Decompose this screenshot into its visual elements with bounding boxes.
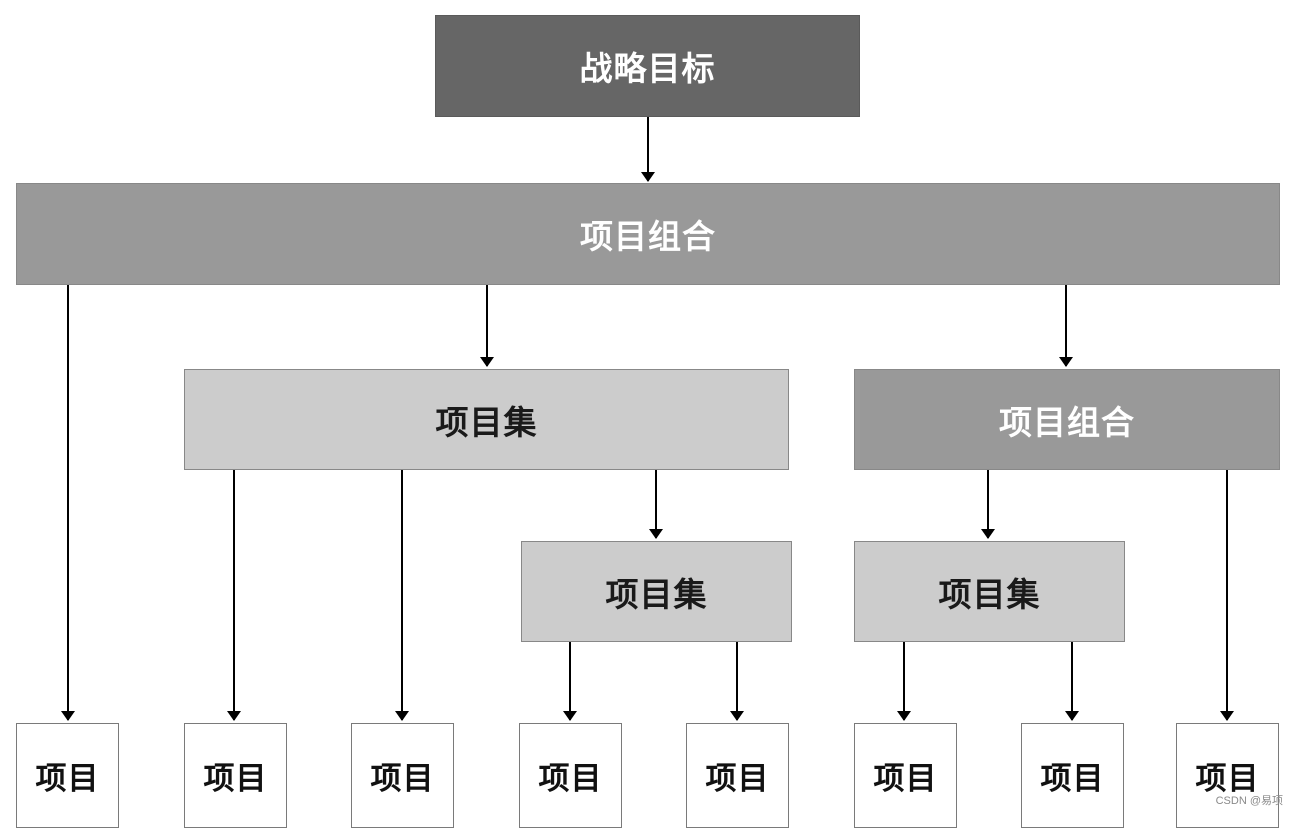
node-project-6: 项目 [854, 723, 957, 828]
node-project-8: 项目 [1176, 723, 1279, 828]
node-project-label: 项目 [538, 761, 603, 797]
node-project-label: 项目 [1040, 761, 1105, 797]
node-project-7: 项目 [1021, 723, 1124, 828]
node-project-2: 项目 [184, 723, 287, 828]
node-project-label: 项目 [370, 761, 435, 797]
node-strategic-goal: 战略目标 [435, 15, 860, 117]
node-program-left-label: 项目集 [435, 402, 538, 442]
node-project-label: 项目 [873, 761, 938, 797]
node-portfolio-right: 项目组合 [854, 369, 1280, 470]
node-project-4: 项目 [519, 723, 622, 828]
watermark: CSDN @易项 [1215, 795, 1283, 807]
node-project-3: 项目 [351, 723, 454, 828]
node-project-label: 项目 [705, 761, 770, 797]
node-program-sub-left-label: 项目集 [605, 574, 708, 614]
node-project-label: 项目 [1195, 761, 1260, 797]
node-program-sub-left: 项目集 [521, 541, 792, 642]
node-program-sub-right-label: 项目集 [938, 574, 1041, 614]
node-project-label: 项目 [203, 761, 268, 797]
node-program-left: 项目集 [184, 369, 789, 470]
node-project-label: 项目 [35, 761, 100, 797]
node-portfolio-main-label: 项目组合 [580, 217, 716, 256]
node-project-1: 项目 [16, 723, 119, 828]
node-strategic-goal-label: 战略目标 [579, 49, 716, 88]
node-portfolio-main: 项目组合 [16, 183, 1280, 285]
node-project-5: 项目 [686, 723, 789, 828]
node-portfolio-right-label: 项目组合 [999, 402, 1135, 442]
node-program-sub-right: 项目集 [854, 541, 1125, 642]
